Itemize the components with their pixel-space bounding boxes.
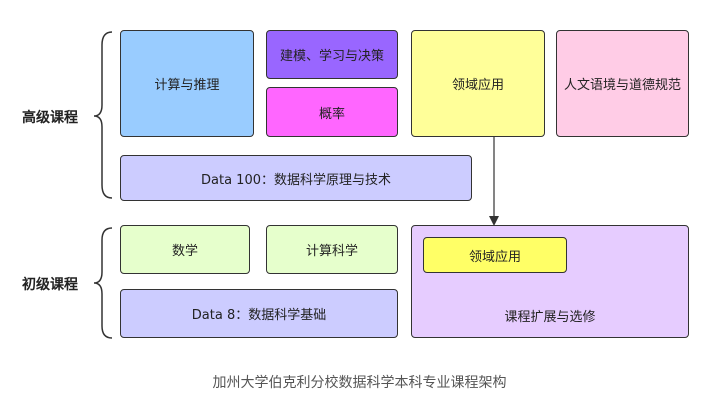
box-computation-inference: 计算与推理 <box>120 30 254 137</box>
level-label-advanced: 高级课程 <box>22 110 78 126</box>
box-probability: 概率 <box>266 87 398 137</box>
extension-electives-label: 课程扩展与选修 <box>504 310 596 325</box>
intro-bracket <box>93 227 113 339</box>
box-domain-application-intro: 领域应用 <box>423 237 567 273</box>
arrow-head <box>489 216 499 226</box>
box-math: 数学 <box>120 225 250 274</box>
box-domain-application-advanced: 领域应用 <box>411 30 545 137</box>
box-data8: Data 8：数据科学基础 <box>120 289 398 338</box>
box-modeling-learning-decision: 建模、学习与决策 <box>266 30 398 79</box>
box-data100: Data 100：数据科学原理与技术 <box>120 155 472 201</box>
box-humanities-ethics: 人文语境与道德规范 <box>556 30 689 137</box>
box-computer-science: 计算科学 <box>266 225 398 274</box>
diagram-caption: 加州大学伯克利分校数据科学本科专业课程架构 <box>212 375 507 391</box>
level-label-intro: 初级课程 <box>22 277 78 293</box>
advanced-bracket <box>93 31 113 199</box>
